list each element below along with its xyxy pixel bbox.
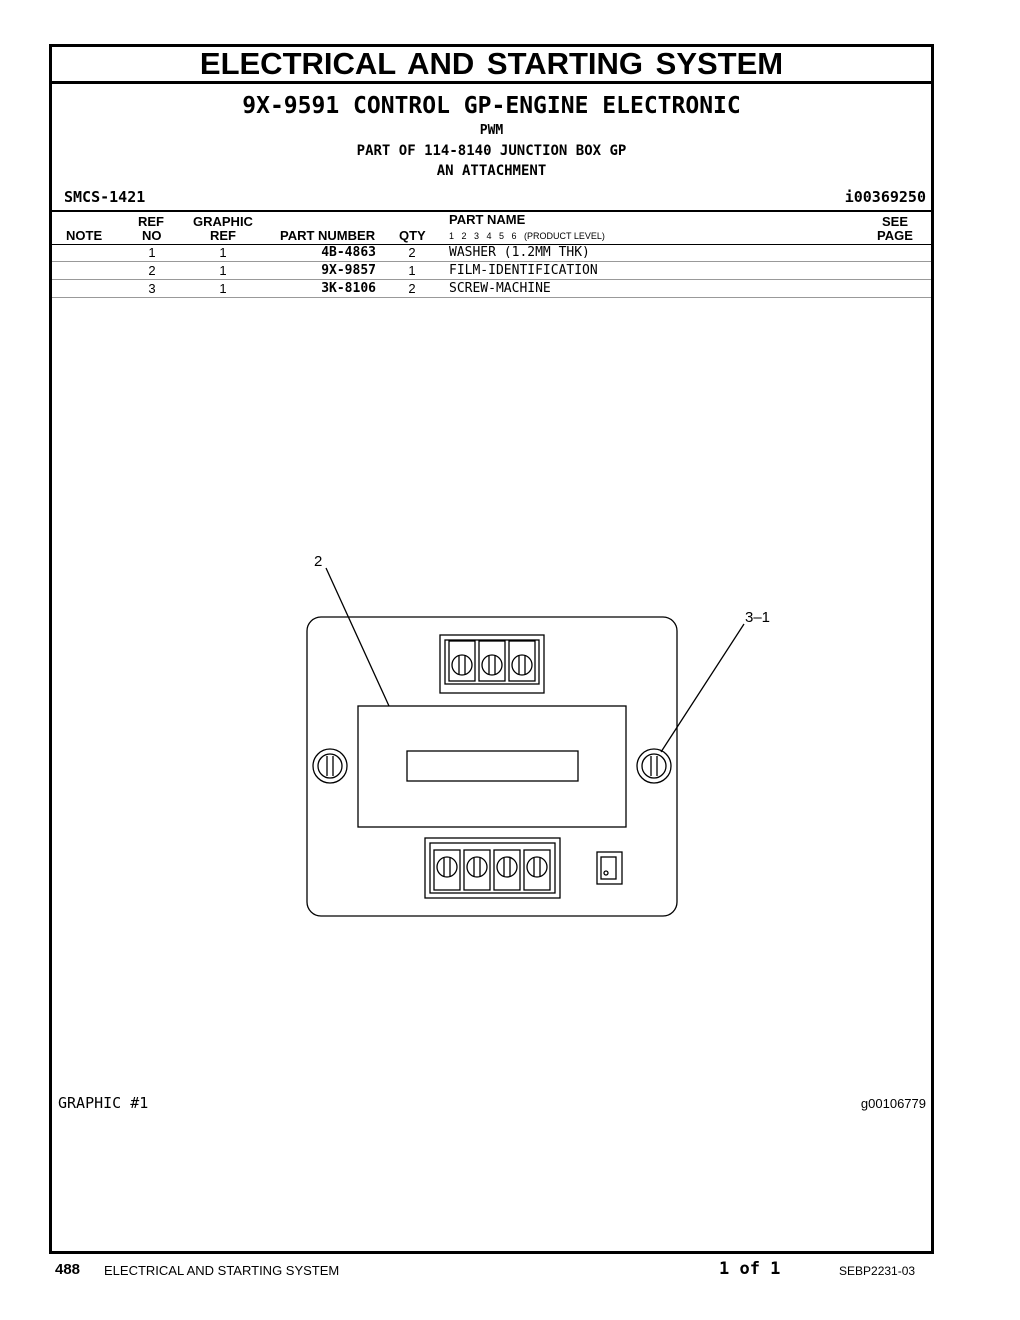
- callout-label-left: 2: [314, 553, 322, 570]
- part-name: SCREW-MACHINE: [449, 281, 551, 296]
- bottom-terminal-block: [424, 837, 561, 899]
- section-title: ELECTRICAL AND STARTING SYSTEM: [52, 47, 931, 84]
- col-see-bottom: PAGE: [877, 228, 913, 243]
- identification-film: [406, 750, 579, 782]
- qty: 2: [408, 245, 416, 260]
- graphic-ref: 1: [219, 263, 227, 278]
- top-terminal-screws: [448, 640, 536, 682]
- col-ref-bottom: NO: [142, 228, 162, 243]
- parts-table-header: NOTE REF NO GRAPHIC REF PART NUMBER QTY …: [52, 210, 931, 245]
- col-graphic-bottom: REF: [210, 228, 236, 243]
- table-row: 3 1 3K-8106 2 SCREW-MACHINE: [52, 280, 931, 298]
- callout-leader-right: [660, 623, 745, 753]
- bottom-terminal-screws: [433, 849, 551, 891]
- col-part-name: PART NAME: [449, 212, 526, 227]
- top-terminal-inner: [444, 639, 540, 685]
- ref-no: 2: [148, 263, 156, 278]
- col-ref-top: REF: [138, 214, 164, 229]
- footer-section: ELECTRICAL AND STARTING SYSTEM: [104, 1263, 340, 1278]
- col-graphic-top: GRAPHIC: [193, 214, 253, 229]
- qty: 2: [408, 281, 416, 296]
- graphic-ref: 1: [219, 245, 227, 260]
- subtitle-code: PWM: [479, 123, 504, 138]
- part-number-link[interactable]: 3K-8106: [321, 281, 376, 296]
- group-title: 9X-9591 CONTROL GP-ENGINE ELECTRONIC: [242, 93, 741, 119]
- qty: 1: [408, 263, 416, 278]
- page-number: 488: [55, 1261, 81, 1278]
- left-screw-icon: [312, 748, 348, 784]
- display-housing: [357, 705, 627, 828]
- attachment-line: AN ATTACHMENT: [436, 163, 547, 179]
- graphic-ref: 1: [219, 281, 227, 296]
- table-row: 2 1 9X-9857 1 FILM-IDENTIFICATION: [52, 262, 931, 280]
- col-part-number: PART NUMBER: [280, 228, 376, 243]
- ref-no: 3: [148, 281, 156, 296]
- callout-label-right: 3–1: [745, 609, 770, 626]
- col-note: NOTE: [66, 228, 103, 243]
- part-number-link[interactable]: 4B-4863: [321, 245, 376, 260]
- col-product-level: 1 2 3 4 5 6 (PRODUCT LEVEL): [449, 231, 605, 241]
- doc-id: SEBP2231-03: [839, 1264, 916, 1278]
- ref-no: 1: [148, 245, 156, 260]
- page-frame: ELECTRICAL AND STARTING SYSTEM 9X-9591 C…: [49, 44, 934, 1254]
- right-screw-icon: [636, 748, 672, 784]
- col-see-top: SEE: [882, 214, 909, 229]
- top-terminal-block: [439, 634, 545, 694]
- part-name: FILM-IDENTIFICATION: [449, 263, 598, 278]
- page-of: 1 of 1: [719, 1259, 781, 1279]
- info-id: i00369250: [844, 188, 926, 206]
- graphic-id: g00106779: [860, 1096, 926, 1111]
- part-name: WASHER (1.2MM THK): [449, 245, 590, 260]
- part-of-line: PART OF 114-8140 JUNCTION BOX GP: [356, 143, 627, 159]
- mounting-plate: [306, 616, 678, 917]
- table-row: 1 1 4B-4863 2 WASHER (1.2MM THK): [52, 244, 931, 262]
- graphic-label: GRAPHIC #1: [58, 1094, 149, 1112]
- col-qty: QTY: [399, 228, 426, 243]
- switch: [596, 851, 623, 885]
- smcs-code: SMCS-1421: [64, 188, 146, 206]
- part-number-link[interactable]: 9X-9857: [321, 263, 376, 278]
- callout-leader-left: [325, 567, 390, 707]
